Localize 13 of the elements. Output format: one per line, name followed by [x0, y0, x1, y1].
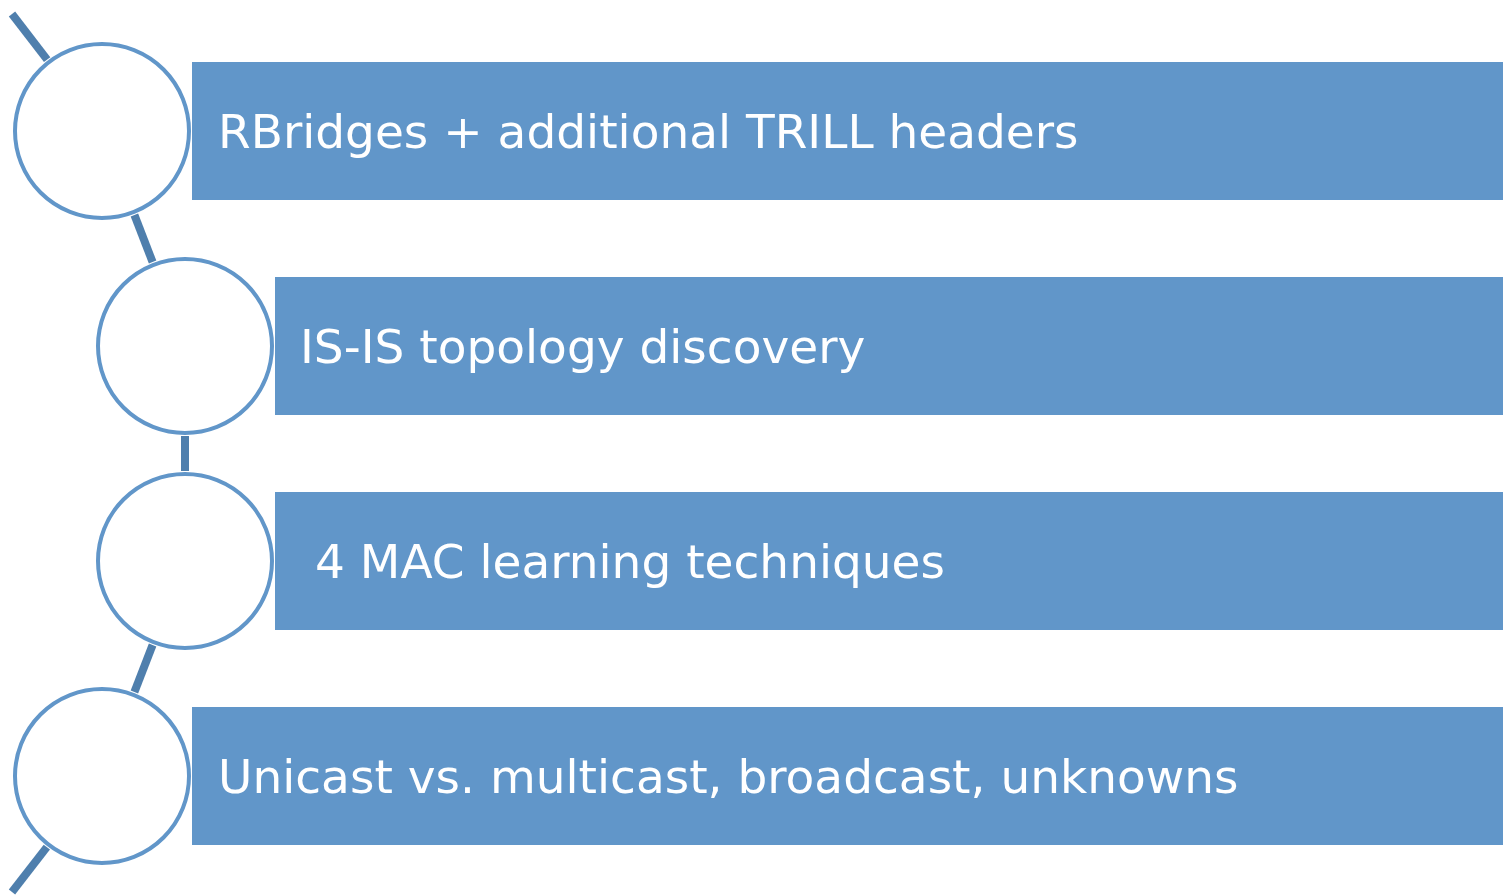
connector-line	[8, 844, 50, 895]
list-bar	[275, 277, 1503, 415]
connector-line	[130, 643, 157, 694]
list-bar	[192, 62, 1503, 200]
connector-line	[181, 436, 189, 471]
list-item-text: IS-IS topology discovery	[300, 318, 866, 374]
connector-line	[8, 11, 51, 63]
list-bar	[275, 492, 1503, 630]
list-item-text: 4 MAC learning techniques	[315, 533, 945, 589]
list-item-text: RBridges + additional TRILL headers	[218, 103, 1079, 159]
list-bar	[192, 707, 1503, 845]
list-item-text: Unicast vs. multicast, broadcast, unknowns	[218, 748, 1239, 804]
connector-line	[130, 213, 157, 264]
